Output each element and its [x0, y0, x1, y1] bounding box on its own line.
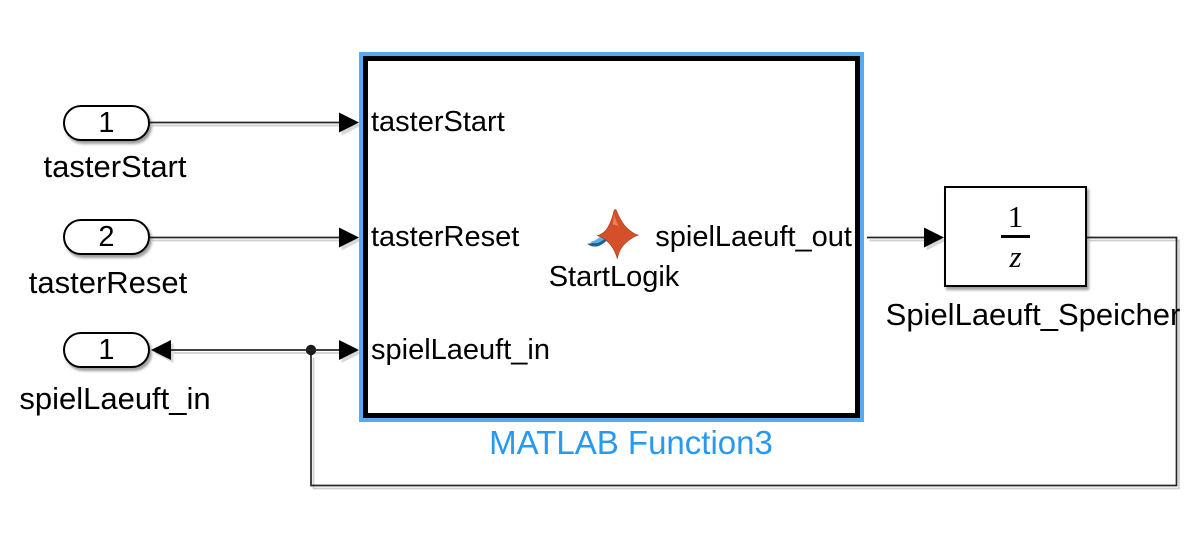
fraction-bar — [1001, 235, 1030, 238]
unit-delay-block-name[interactable]: SpielLaeuft_Speicher — [885, 297, 1181, 332]
inport-number: 2 — [98, 220, 115, 253]
matlab-function-block[interactable]: tasterStart tasterReset spielLaeuft_in s… — [363, 56, 860, 418]
inport-label-tasterstart[interactable]: tasterStart — [43, 149, 187, 184]
wire-tasterstart[interactable] — [150, 112, 359, 133]
outport-block-spiellaeuft-in[interactable]: 1 — [63, 332, 150, 368]
wire-to-outport[interactable] — [151, 340, 311, 360]
wire-to-block-in[interactable] — [311, 340, 359, 360]
fraction-numerator: 1 — [1007, 199, 1024, 235]
port-label-spiellaeuft-in: spielLaeuft_in — [371, 334, 550, 366]
fraction-denominator: z — [1009, 238, 1022, 274]
unit-delay-block[interactable]: 1 z — [944, 186, 1087, 287]
port-label-tasterreset: tasterReset — [371, 221, 520, 253]
outport-label-spiellaeuft-in[interactable]: spielLaeuft_in — [19, 381, 211, 416]
matlab-function-block-name[interactable]: MATLAB Function3 — [489, 424, 773, 461]
inport-label-tasterreset[interactable]: tasterReset — [28, 265, 188, 300]
outport-number: 1 — [98, 333, 115, 366]
wire-spiellaeuft-out[interactable] — [867, 227, 944, 248]
port-label-spiellaeuft-out: spielLaeuft_out — [655, 221, 852, 253]
inport-number: 1 — [98, 106, 115, 139]
unit-delay-fraction: 1 z — [1001, 201, 1030, 272]
wire-tasterreset[interactable] — [150, 227, 359, 248]
function-name-label: StartLogik — [548, 261, 680, 293]
matlab-logo-icon — [587, 209, 640, 259]
inport-block-tasterreset[interactable]: 2 — [63, 219, 150, 255]
inport-block-tasterstart[interactable]: 1 — [63, 105, 150, 141]
port-label-tasterstart: tasterStart — [371, 106, 505, 138]
